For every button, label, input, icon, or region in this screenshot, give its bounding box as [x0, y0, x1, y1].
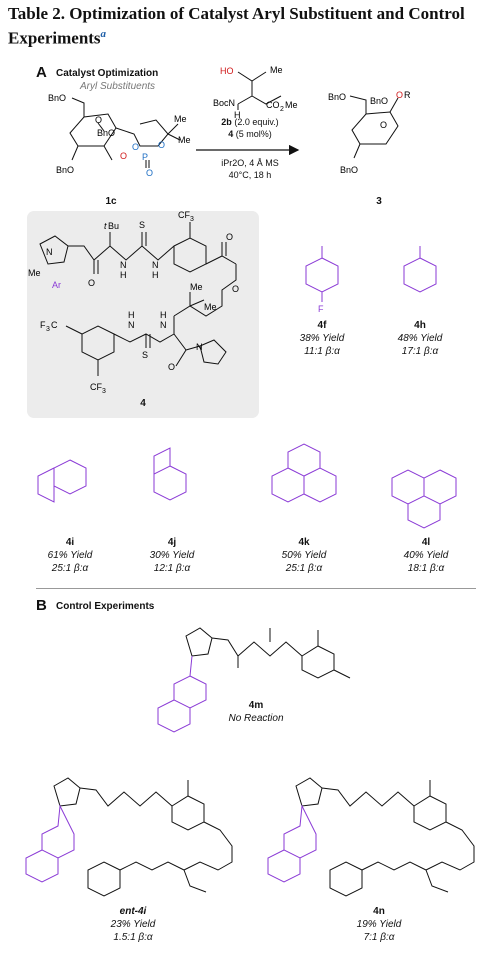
svg-text:BnO: BnO — [56, 165, 74, 175]
svg-text:P: P — [142, 152, 148, 162]
svg-text:Me: Me — [204, 302, 217, 312]
temperature-line: 40°C, 18 h — [228, 170, 272, 180]
svg-text:t: t — [104, 221, 107, 231]
aryl-4k — [271, 443, 337, 503]
svg-text:N: N — [46, 247, 53, 257]
svg-text:BnO: BnO — [328, 92, 346, 102]
svg-text:Bu: Bu — [108, 221, 119, 231]
svg-text:N: N — [196, 342, 203, 352]
svg-text:BocN: BocN — [213, 98, 235, 108]
svg-text:Me: Me — [285, 100, 298, 110]
svg-text:CO: CO — [266, 100, 280, 110]
svg-text:O: O — [88, 278, 95, 288]
svg-text:CF: CF — [178, 210, 190, 220]
svg-text:Me: Me — [270, 65, 283, 75]
svg-text:2: 2 — [280, 106, 284, 113]
aryl-4h — [403, 246, 437, 293]
aryl-4l — [391, 469, 457, 529]
svg-text:Ar: Ar — [52, 280, 61, 290]
product-3-structure — [349, 95, 399, 159]
svg-text:H: H — [160, 310, 167, 320]
svg-text:N: N — [160, 320, 167, 330]
svg-text:CF: CF — [90, 382, 102, 392]
control-4n-naphthyl — [267, 804, 317, 883]
svg-text:S: S — [139, 220, 145, 230]
svg-text:N: N — [128, 320, 135, 330]
svg-text:F: F — [318, 304, 324, 314]
label-1c: 1c — [105, 196, 117, 207]
svg-text:Me: Me — [190, 282, 203, 292]
label-3: 3 — [376, 196, 382, 207]
svg-text:O: O — [396, 90, 403, 100]
svg-text:O: O — [120, 151, 127, 161]
svg-text:BnO: BnO — [340, 165, 358, 175]
catalyst-box — [27, 211, 259, 418]
control-ent4i-naphthyl — [25, 804, 75, 883]
svg-text:O: O — [232, 284, 239, 294]
svg-text:H: H — [234, 110, 241, 120]
section-a-letter: A — [36, 64, 47, 81]
svg-text:N: N — [152, 260, 159, 270]
control-ent4i-structure — [53, 777, 233, 897]
section-b-heading: Control Experiments — [56, 601, 155, 612]
svg-text:3: 3 — [46, 326, 50, 333]
svg-text:O: O — [95, 115, 102, 125]
svg-text:HO: HO — [220, 66, 234, 76]
svg-text:O: O — [226, 232, 233, 242]
svg-text:S: S — [142, 350, 148, 360]
svg-text:3: 3 — [190, 216, 194, 223]
svg-text:H: H — [128, 310, 135, 320]
svg-text:O: O — [380, 120, 387, 130]
reagent-line: 2b (2.0 equiv.) — [221, 117, 279, 127]
section-a-subheading: Aryl Substituents — [80, 81, 156, 92]
control-4n-structure — [295, 777, 475, 897]
title-footnote: a — [100, 28, 107, 40]
svg-text:Me: Me — [174, 114, 187, 124]
svg-text:3: 3 — [102, 388, 106, 395]
aryl-4i — [37, 459, 87, 503]
control-4m-structure — [185, 627, 351, 679]
table-title: Table 2. Optimization of Catalyst Aryl S… — [8, 4, 465, 48]
svg-text:H: H — [152, 270, 159, 280]
reagent-2b-structure — [237, 71, 282, 110]
catalyst-line: 4 (5 mol%) — [228, 129, 272, 139]
svg-text:C: C — [51, 320, 58, 330]
aryl-4j — [153, 447, 187, 501]
section-divider — [36, 588, 476, 589]
control-4m-naphthyl — [157, 655, 207, 733]
catalyst-4-structure — [39, 222, 237, 376]
svg-text:Me: Me — [178, 135, 191, 145]
donor-1c-structure — [69, 97, 181, 168]
svg-text:R: R — [404, 90, 411, 100]
svg-text:O: O — [132, 142, 139, 152]
svg-text:O: O — [168, 362, 175, 372]
svg-text:BnO: BnO — [48, 93, 66, 103]
svg-text:N: N — [120, 260, 127, 270]
svg-text:Me: Me — [28, 268, 41, 278]
svg-text:BnO: BnO — [370, 96, 388, 106]
aryl-4f — [305, 246, 339, 302]
svg-text:O: O — [146, 168, 153, 178]
label-catalyst-4: 4 — [140, 398, 146, 409]
svg-text:F: F — [40, 320, 46, 330]
svg-text:BnO: BnO — [97, 128, 115, 138]
svg-text:O: O — [158, 140, 165, 150]
svg-text:H: H — [120, 270, 127, 280]
solvent-line: iPr2O, 4 Å MS — [221, 158, 279, 168]
section-b-letter: B — [36, 597, 47, 614]
section-a-heading: Catalyst Optimization — [56, 68, 159, 79]
